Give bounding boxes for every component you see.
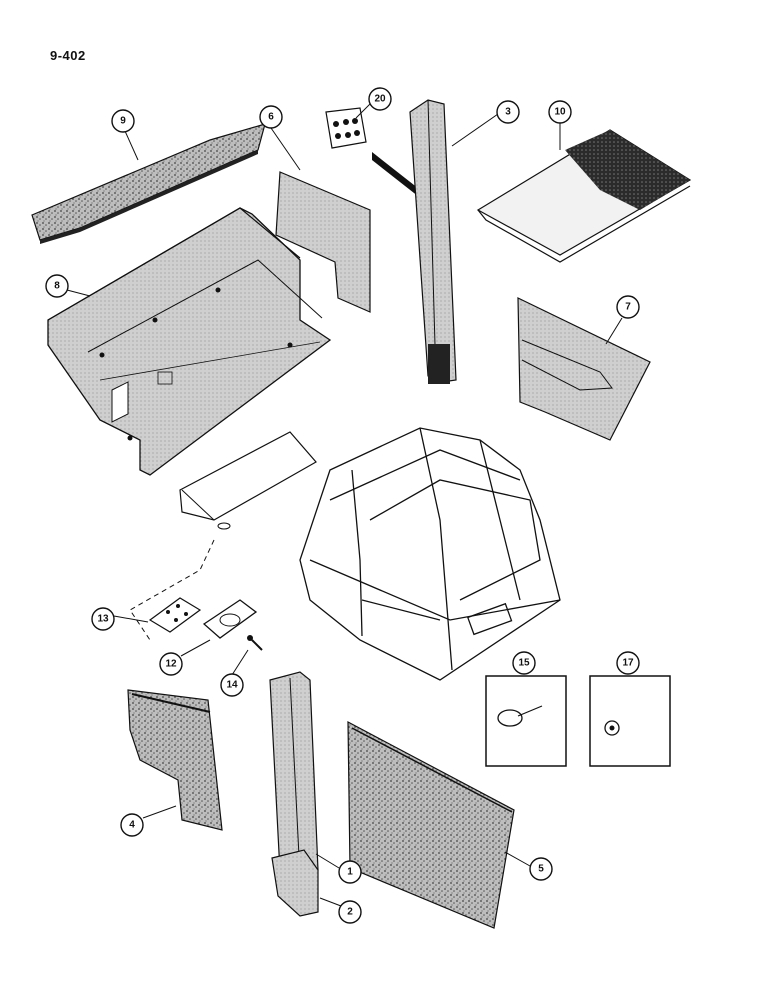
callout-1-label: 1	[347, 867, 353, 878]
callout-9-label: 9	[120, 116, 126, 127]
callout-6-label: 6	[268, 112, 274, 123]
callout-13: 13	[91, 607, 115, 631]
page-code: 9-402	[50, 48, 86, 63]
part-15-clip-box	[485, 675, 567, 767]
callout-8-label: 8	[54, 281, 60, 292]
callout-7: 7	[616, 295, 640, 319]
callout-5-label: 5	[538, 864, 544, 875]
part-12-bezel	[202, 599, 258, 639]
callout-20-label: 20	[374, 94, 386, 105]
callout-12-label: 12	[165, 659, 177, 670]
callout-20: 20	[368, 87, 392, 111]
callout-14-label: 14	[226, 680, 238, 691]
callout-2-label: 2	[347, 907, 353, 918]
callout-12: 12	[159, 652, 183, 676]
callout-7-label: 7	[625, 302, 631, 313]
part-4-panel	[127, 689, 223, 831]
part-14-screw	[247, 635, 263, 651]
part-17-fastener-box	[589, 675, 671, 767]
callout-15-label: 15	[518, 658, 530, 669]
part-2-trim	[271, 849, 319, 917]
part-9-liner	[31, 123, 266, 244]
callout-5: 5	[529, 857, 553, 881]
callout-2: 2	[338, 900, 362, 924]
callout-14: 14	[220, 673, 244, 697]
callout-1: 1	[338, 860, 362, 884]
part-7-panel	[517, 297, 651, 441]
callout-10: 10	[548, 100, 572, 124]
callout-3-label: 3	[505, 107, 511, 118]
part-10-mat	[476, 129, 692, 263]
callout-6: 6	[259, 105, 283, 129]
callout-13-label: 13	[97, 614, 109, 625]
callout-8: 8	[45, 274, 69, 298]
callout-17-label: 17	[622, 658, 634, 669]
bracket-strip	[179, 431, 317, 530]
callout-10-label: 10	[554, 107, 566, 118]
callout-9: 9	[111, 109, 135, 133]
part-5-panel	[347, 720, 515, 929]
leader-lines	[66, 103, 623, 907]
callout-17: 17	[616, 651, 640, 675]
part-1-trim	[269, 671, 319, 881]
callout-3: 3	[496, 100, 520, 124]
callout-15: 15	[512, 651, 536, 675]
callout-4-label: 4	[129, 820, 135, 831]
callout-4: 4	[120, 813, 144, 837]
part-13-grille	[148, 597, 202, 633]
dashed-leader	[129, 539, 215, 641]
part-6-panel	[275, 171, 371, 313]
part-8-console	[47, 207, 332, 476]
part-3-pillar	[409, 99, 457, 384]
cab-frame	[299, 427, 561, 681]
